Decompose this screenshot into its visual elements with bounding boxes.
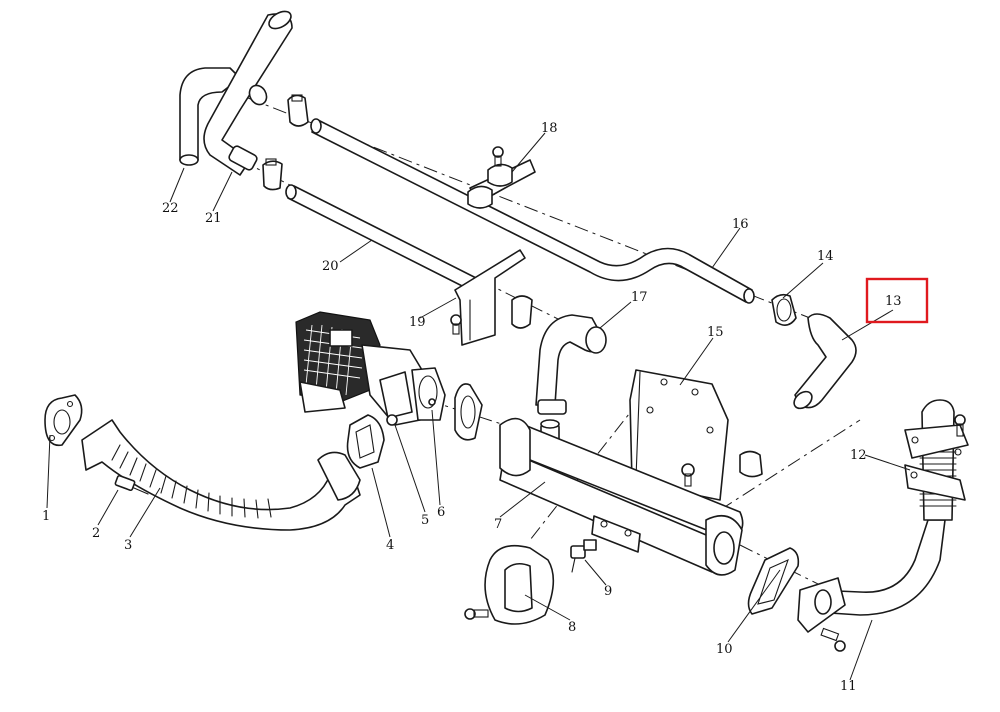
part-egr-valve-actuator: [295, 311, 381, 413]
label-part-4: 4: [386, 538, 394, 553]
label-part-11: 11: [840, 679, 857, 694]
highlight-box-part-13: [865, 277, 929, 324]
part-14-clamp: [771, 293, 797, 326]
part-3-corrugated-pipe: [81, 419, 361, 531]
part-8-clamp-bracket: [464, 544, 555, 625]
part-10-gasket: [747, 547, 800, 615]
label-part-20: 20: [322, 259, 339, 274]
label-part-8: 8: [568, 620, 576, 635]
part-16-coolant-pipe: [310, 118, 755, 304]
part-13-bent-hose: [793, 313, 857, 410]
label-part-21: 21: [205, 211, 222, 226]
hose-clamp-mid: [511, 295, 533, 329]
hose-clamp-upper: [287, 94, 309, 127]
part-9-bolt: [570, 539, 597, 573]
part-15-mounting-plate: [629, 369, 729, 501]
label-part-16: 16: [732, 217, 749, 232]
label-part-17: 17: [631, 290, 648, 305]
label-part-5: 5: [421, 513, 429, 528]
label-part-6: 6: [437, 505, 445, 520]
label-part-15: 15: [707, 325, 724, 340]
part-labels: 1 2 3 4 5 6 7 8 9 10 11 12 13 14 15 16 1…: [42, 121, 902, 694]
part-19-support-bracket: [450, 249, 526, 346]
label-part-10: 10: [716, 642, 733, 657]
part-6-valve-flange: [411, 367, 446, 421]
hose-clamp-lower: [262, 158, 283, 191]
label-part-1: 1: [42, 509, 50, 524]
part-1-gasket: [44, 394, 83, 447]
label-part-7: 7: [494, 517, 502, 532]
part-21-bent-hose: [203, 10, 293, 176]
part-11-egr-pipe: [797, 519, 946, 652]
label-part-9: 9: [604, 584, 612, 599]
part-7-egr-cooler: [499, 417, 744, 576]
hose-clamp-right: [739, 450, 763, 478]
part-17-hose: [535, 314, 607, 406]
part-12-corrugated-pipe: [904, 399, 969, 521]
label-part-18: 18: [541, 121, 558, 136]
part-2-bolt: [114, 474, 149, 495]
label-part-22: 22: [162, 201, 179, 216]
part-22-u-hose: [179, 67, 241, 166]
part-18-pipe-bracket: [467, 146, 536, 209]
label-part-13: 13: [885, 294, 902, 309]
label-part-3: 3: [124, 538, 132, 553]
leader-lines: [46, 132, 911, 681]
label-part-19: 19: [409, 315, 426, 330]
part-4-gasket: [346, 414, 385, 469]
label-part-2: 2: [92, 526, 100, 541]
label-part-12: 12: [850, 448, 867, 463]
valve-cooler-gasket: [454, 383, 483, 441]
label-part-14: 14: [817, 249, 834, 264]
